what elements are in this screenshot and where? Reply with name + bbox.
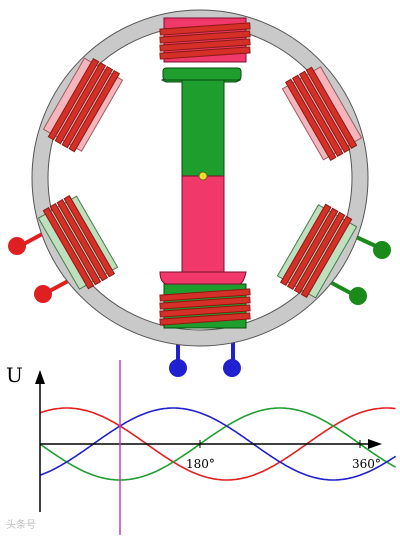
wave-series-1 [39, 407, 396, 481]
waveform-chart: U 180° 360° [6, 360, 397, 535]
stator-pole-bottom [159, 283, 251, 329]
stator-pole-top [159, 17, 251, 63]
blue-terminal-knob-right [223, 359, 241, 377]
rotor [159, 67, 247, 285]
rotor-south-half [181, 175, 225, 275]
y-axis-arrow [35, 370, 45, 384]
coil-top [159, 22, 251, 60]
rotor-cap-south [159, 271, 247, 285]
watermark: 头条号 [6, 518, 36, 531]
green-terminal-knob-lower [349, 287, 367, 305]
x-tick-group [199, 440, 361, 448]
stator-pole-upper-left [42, 57, 124, 153]
blue-terminal-knob-left [169, 359, 187, 377]
red-terminal-knob-upper [8, 237, 26, 255]
tick-label-360: 360° [352, 457, 381, 471]
red-terminal-knob-lower [34, 285, 52, 303]
wave-series-group [39, 407, 397, 481]
x-axis-arrow [368, 439, 382, 449]
y-axis-label: U [6, 363, 23, 387]
wave-series-2 [39, 407, 397, 481]
rotor-axle [198, 171, 208, 181]
stator-pole-lower-left [37, 195, 119, 290]
stator-pole-lower-right [276, 203, 358, 299]
generator [8, 9, 391, 377]
tick-label-180: 180° [186, 457, 215, 471]
green-terminals [329, 234, 391, 305]
stator-pole-upper-right [281, 66, 363, 161]
coil-bottom [159, 288, 251, 326]
rotor-north-half [181, 79, 225, 177]
green-terminal-knob-upper [373, 241, 391, 259]
wave-series-0 [39, 407, 396, 481]
